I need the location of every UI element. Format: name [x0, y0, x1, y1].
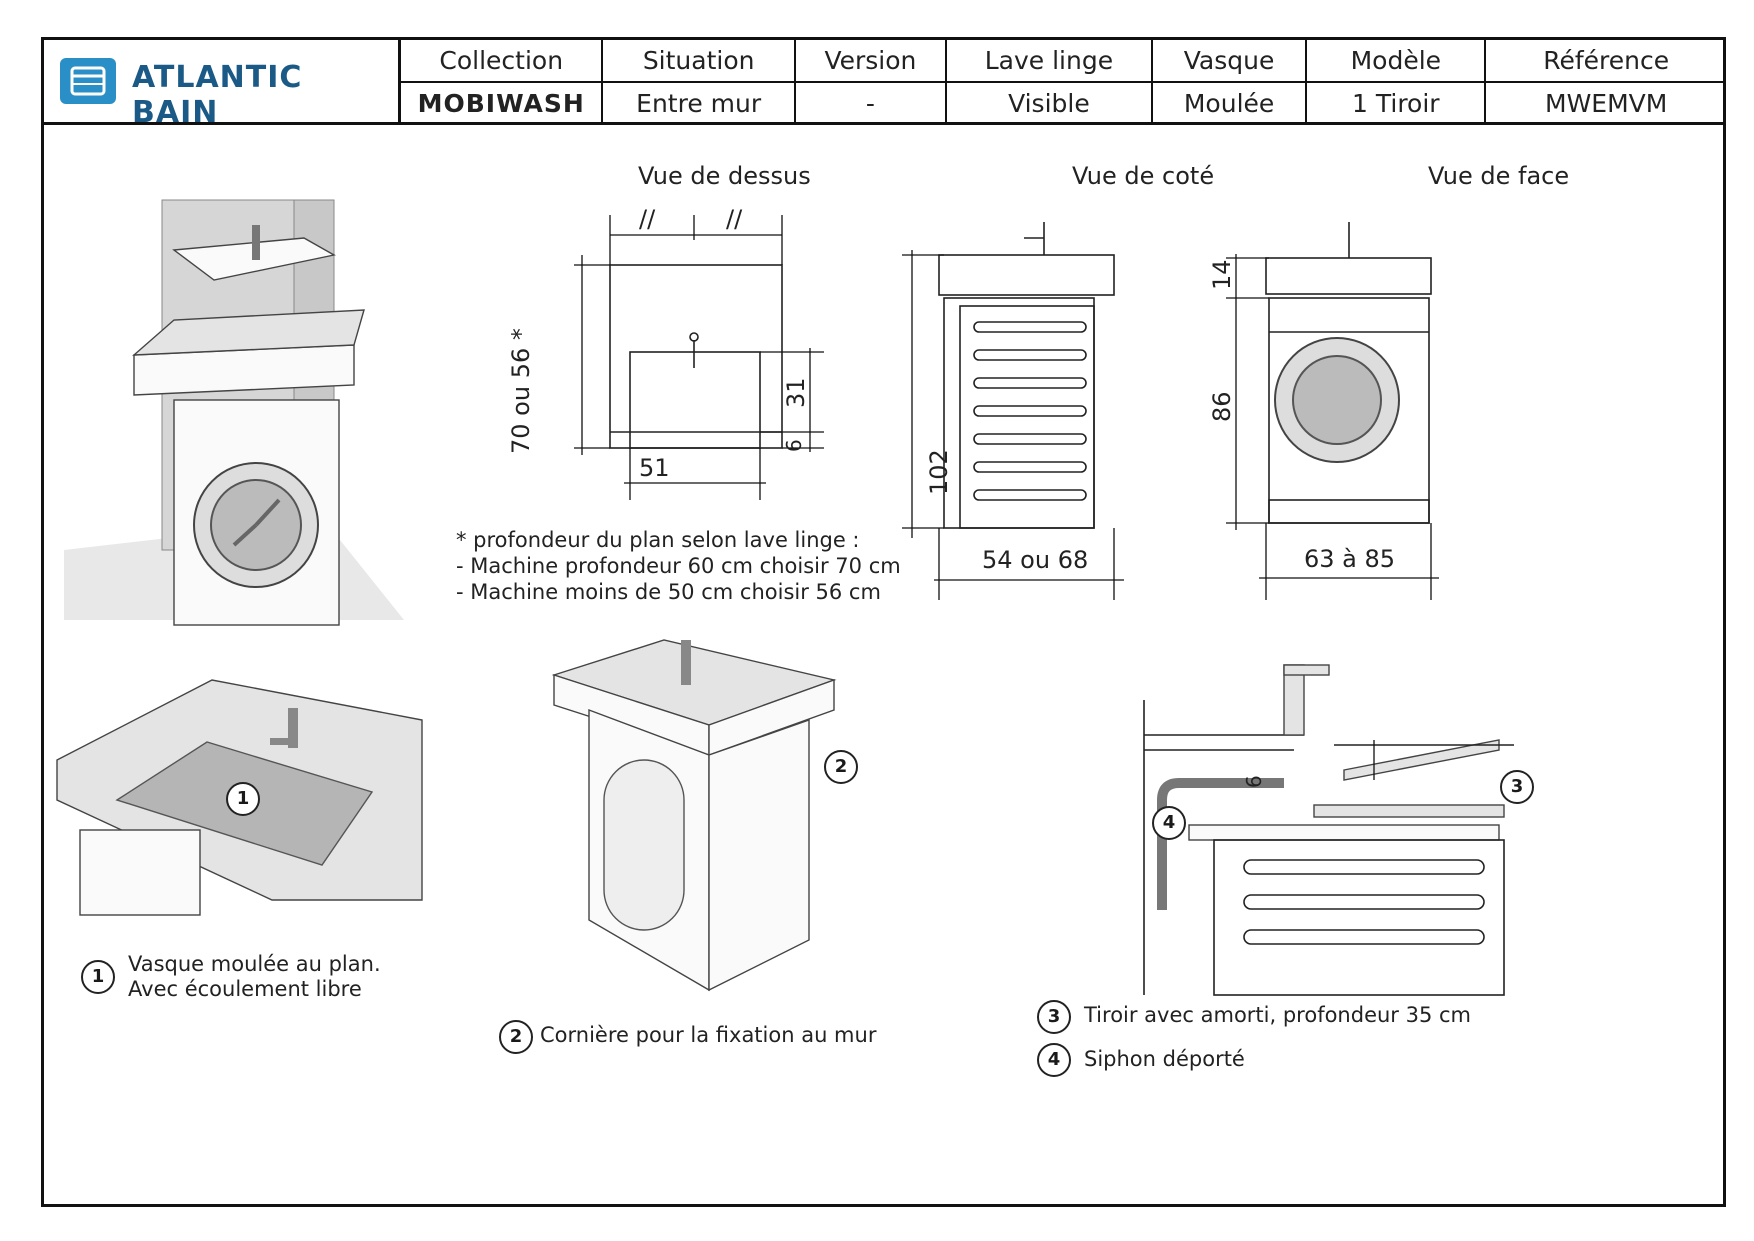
- legend-marker-2: 2: [499, 1020, 533, 1054]
- header-vasque: Vasque: [1150, 40, 1307, 83]
- brand-logo-icon: [60, 58, 116, 104]
- view-title-top: Vue de dessus: [638, 162, 811, 190]
- value-situation: Entre mur: [601, 82, 795, 124]
- callout-marker-4-diagram: 4: [1152, 806, 1186, 840]
- view-title-side: Vue de coté: [1072, 162, 1215, 190]
- legend-text-4: Siphon déporté: [1084, 1047, 1245, 1071]
- value-reference: MWEMVM: [1484, 82, 1726, 124]
- legend-1-line-2: Avec écoulement libre: [128, 977, 362, 1001]
- dim-front-top: 14: [1208, 259, 1236, 290]
- header-situation: Situation: [601, 40, 795, 83]
- section-detail-illustration: [1143, 664, 1514, 996]
- dim-top-basin-width: 51: [639, 454, 670, 482]
- callout-marker-3-diagram: 3: [1500, 770, 1534, 804]
- legend-text-1: Vasque moulée au plan. Avec écoulement l…: [128, 952, 381, 1002]
- dim-detail-gap: 6: [1242, 775, 1266, 788]
- callout-marker-2-diagram: 2: [824, 750, 858, 784]
- value-collection: MOBIWASH: [417, 89, 585, 118]
- callout-marker-1-diagram: 1: [226, 782, 260, 816]
- header-version: Version: [793, 40, 946, 83]
- legend-1-line-1: Vasque moulée au plan.: [128, 952, 381, 976]
- top-mark-right: //: [726, 205, 743, 233]
- header-modele: Modèle: [1305, 40, 1486, 83]
- header-lave-linge: Lave linge: [944, 40, 1152, 83]
- footnote-line-1: * profondeur du plan selon lave linge :: [456, 528, 860, 552]
- dim-top-basin-depth: 31: [782, 377, 810, 408]
- perspective-illustration: [64, 199, 404, 626]
- header-collection: Collection: [401, 40, 603, 83]
- side-vent-slots: [973, 321, 1087, 501]
- legend-marker-3: 3: [1037, 1000, 1071, 1034]
- footnote-line-2: - Machine profondeur 60 cm choisir 70 cm: [456, 554, 901, 578]
- dim-top-depth: 70 ou 56 *: [507, 328, 535, 454]
- value-vasque: Moulée: [1150, 82, 1307, 124]
- product-info-table: Collection Situation Version Lave linge …: [401, 40, 1726, 124]
- legend-text-2: Cornière pour la fixation au mur: [540, 1023, 877, 1047]
- info-value-row: MOBIWASH Entre mur - Visible Moulée 1 Ti…: [401, 82, 1726, 124]
- bracket-detail-illustration: [551, 639, 837, 992]
- dim-top-basin-offset: 6: [782, 439, 806, 452]
- dim-front-height: 86: [1208, 391, 1236, 422]
- footnote-line-3: - Machine moins de 50 cm choisir 56 cm: [456, 580, 881, 604]
- header-reference: Référence: [1484, 40, 1726, 83]
- legend-marker-4: 4: [1037, 1043, 1071, 1077]
- brand-name: ATLANTIC BAIN: [132, 60, 303, 130]
- dim-side-width: 54 ou 68: [982, 546, 1089, 574]
- view-title-front: Vue de face: [1428, 162, 1570, 190]
- dim-side-height: 102: [925, 449, 953, 495]
- dim-front-width: 63 à 85: [1304, 545, 1396, 573]
- side-view-drawing: [902, 222, 1124, 600]
- value-modele: 1 Tiroir: [1305, 82, 1486, 124]
- legend-marker-1: 1: [81, 960, 115, 994]
- value-version: -: [793, 82, 946, 124]
- footnote: * profondeur du plan selon lave linge : …: [456, 527, 901, 605]
- front-view-drawing: [1226, 222, 1439, 600]
- info-header-row: Collection Situation Version Lave linge …: [401, 40, 1726, 83]
- legend-text-3: Tiroir avec amorti, profondeur 35 cm: [1084, 1003, 1472, 1027]
- top-mark-left: //: [639, 205, 656, 233]
- technical-sheet: ATLANTIC BAIN Collection Situation Versi…: [41, 37, 1726, 1207]
- top-view-drawing: // //: [574, 205, 824, 500]
- sheet-header: ATLANTIC BAIN Collection Situation Versi…: [44, 40, 1726, 130]
- brand-logo: ATLANTIC BAIN: [44, 40, 401, 130]
- value-lave-linge: Visible: [944, 82, 1152, 124]
